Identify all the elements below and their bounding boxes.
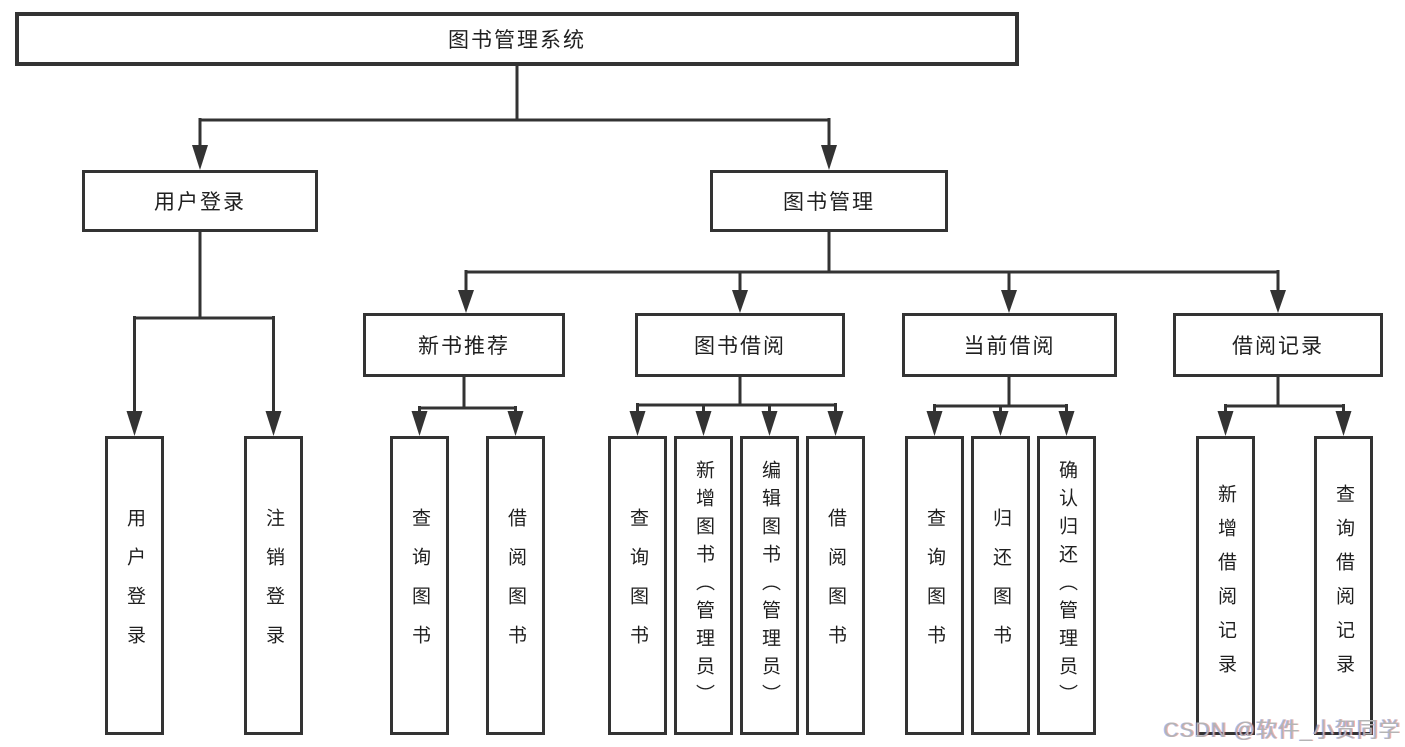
leaf-borrow-books-recommend: 借阅图书 — [486, 436, 545, 735]
node-borrowing-records: 借阅记录 — [1173, 313, 1383, 377]
leaf-borrow-books-borrowing: 借阅图书 — [806, 436, 865, 735]
leaf-query-books-recommend: 查询图书 — [390, 436, 449, 735]
leaf-label: 新增借阅记录 — [1215, 483, 1236, 688]
leaf-return-books: 归还图书 — [971, 436, 1030, 735]
leaf-logout-login: 注销登录 — [244, 436, 303, 735]
leaf-user-login: 用户登录 — [105, 436, 164, 735]
leaf-label: 查询图书 — [627, 507, 648, 664]
leaf-label: 编辑图书（管理员） — [759, 459, 780, 712]
leaf-query-borrow-record: 查询借阅记录 — [1314, 436, 1373, 735]
leaf-label: 新增图书（管理员） — [693, 459, 714, 712]
leaf-query-books-current: 查询图书 — [905, 436, 964, 735]
node-user-login: 用户登录 — [82, 170, 318, 232]
leaf-label: 借阅图书 — [505, 507, 526, 664]
leaf-add-books-admin: 新增图书（管理员） — [674, 436, 733, 735]
leaf-label: 查询借阅记录 — [1333, 483, 1354, 688]
node-book-borrowing: 图书借阅 — [635, 313, 845, 377]
leaf-edit-books-admin: 编辑图书（管理员） — [740, 436, 799, 735]
leaf-label: 用户登录 — [124, 507, 145, 664]
leaf-label: 归还图书 — [990, 507, 1011, 664]
leaf-query-books-borrowing: 查询图书 — [608, 436, 667, 735]
node-new-book-recommend: 新书推荐 — [363, 313, 565, 377]
node-library-management-system: 图书管理系统 — [15, 12, 1019, 66]
leaf-label: 查询图书 — [924, 507, 945, 664]
node-book-management: 图书管理 — [710, 170, 948, 232]
leaf-label: 查询图书 — [409, 507, 430, 664]
node-current-borrowing: 当前借阅 — [902, 313, 1117, 377]
leaf-add-borrow-record: 新增借阅记录 — [1196, 436, 1255, 735]
leaf-label: 注销登录 — [263, 507, 284, 664]
csdn-watermark: CSDN @软件_小贺同学 — [1163, 719, 1401, 742]
leaf-label: 借阅图书 — [825, 507, 846, 664]
leaf-label: 确认归还（管理员） — [1056, 459, 1077, 712]
leaf-confirm-return-admin: 确认归还（管理员） — [1037, 436, 1096, 735]
